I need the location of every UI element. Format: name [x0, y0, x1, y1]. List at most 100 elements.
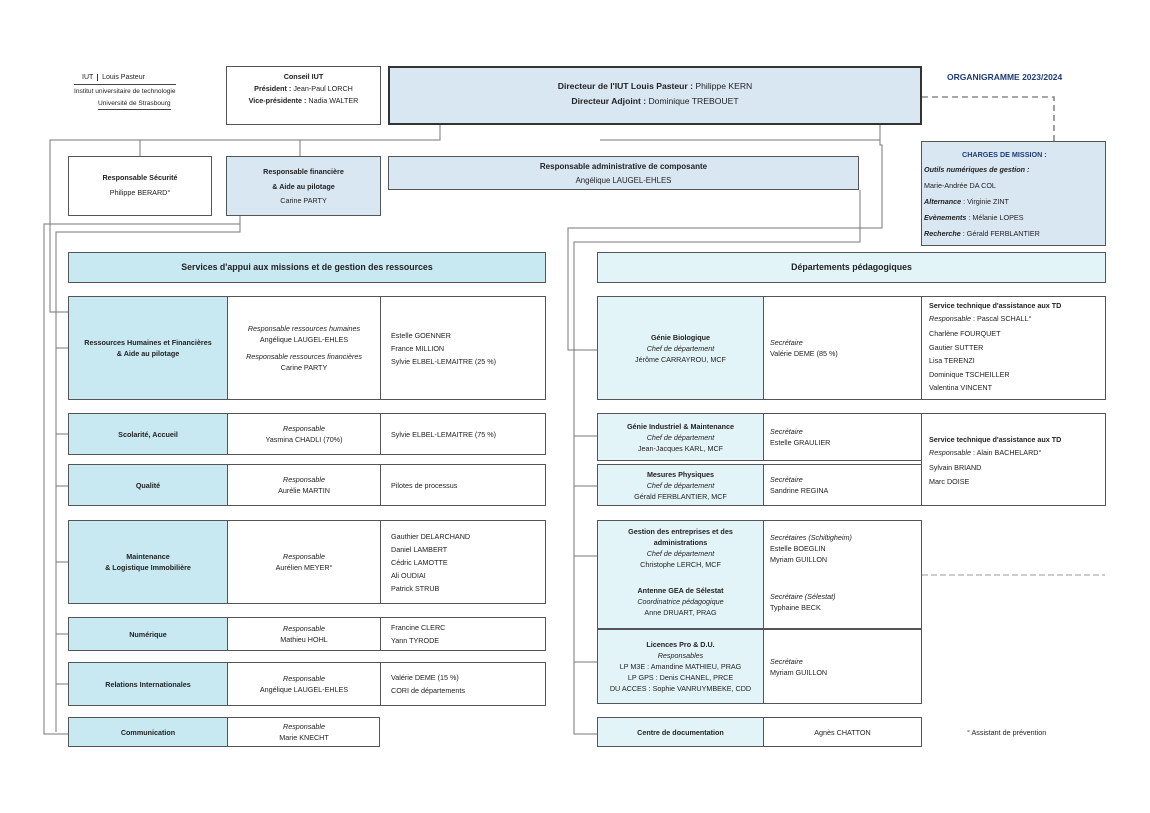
- tech-member: Dominique TSCHEILLER: [929, 369, 1010, 379]
- service-role: Responsable: [283, 552, 325, 561]
- tech1-title: Service technique d'assistance aux TD: [929, 301, 1062, 310]
- secretariat-person: Myriam GUILLON: [770, 554, 828, 564]
- service-name-line: Maintenance: [126, 552, 170, 561]
- tech2-resp: : Alain BACHELARD°: [972, 448, 1042, 457]
- service-member: Cédric LAMOTTE: [391, 557, 448, 567]
- directeur-box: Directeur de l'IUT Louis Pasteur : Phili…: [388, 66, 922, 125]
- service-member: Patrick STRUB: [391, 583, 440, 593]
- tech2-title: Service technique d'assistance aux TD: [929, 435, 1062, 444]
- directeur-label: Directeur de l'IUT Louis Pasteur :: [557, 81, 694, 91]
- admin-title: Responsable administrative de composante: [539, 162, 708, 171]
- service-name-line: Scolarité, Accueil: [118, 429, 178, 439]
- logo-universite: Université de Strasbourg: [98, 98, 171, 110]
- secretariat-person: Sandrine REGINA: [770, 486, 829, 495]
- secretariat-person: Valérie DEME (85 %): [770, 349, 838, 358]
- securite-title: Responsable Sécurité: [102, 173, 178, 182]
- directeur-adjoint-label: Directeur Adjoint :: [571, 96, 647, 106]
- secretariat-person: Myriam GUILLON: [770, 667, 828, 677]
- service-members: Pilotes de processus: [380, 465, 545, 505]
- conseil-vp-label: Vice-présidente :: [248, 96, 307, 105]
- charges-item: Alternance : Virginie ZINT: [924, 196, 1040, 207]
- service-person: Mathieu HOHL: [280, 635, 328, 644]
- departement-name-line: Centre de documentation: [637, 727, 724, 737]
- departement-name-line: Mesures Physiques: [646, 469, 715, 479]
- departement-name-line: Licences Pro & D.U.: [646, 640, 715, 649]
- departements-header: Départements pédagogiques: [597, 252, 1106, 283]
- charges-item-value: : Mélanie LOPES: [966, 213, 1024, 222]
- service-person: Aurélie MARTIN: [278, 486, 330, 495]
- charges-item-label: Evènements: [924, 213, 967, 222]
- directeur-adjoint-name: Dominique TREBOUET: [648, 96, 739, 106]
- service-person: Marie KNECHT: [279, 733, 329, 742]
- charges-item-label: Alternance: [924, 197, 962, 206]
- service-member: Yann TYRODE: [391, 636, 440, 645]
- charges-item-label: Recherche: [924, 229, 961, 238]
- iut-logo: IUT Louis Pasteur Institut universitaire…: [64, 70, 214, 120]
- page-title: ORGANIGRAMME 2023/2024: [947, 72, 1063, 82]
- services-header-label: Services d'appui aux missions et de gest…: [181, 262, 433, 272]
- departement-person: Jérôme CARRAYROU, MCF: [635, 354, 726, 364]
- service-person: Yasmina CHADLI (70%): [265, 435, 343, 444]
- departement-name: Centre de documentation: [598, 718, 763, 746]
- departement-name-line: Gestion des entreprises et des: [628, 527, 733, 536]
- admin-box: Responsable administrative de composante…: [388, 156, 859, 190]
- service-member: Gauthier DELARCHAND: [391, 531, 471, 541]
- financiere-subtitle: & Aide au pilotage: [272, 182, 335, 191]
- service-name: Qualité: [69, 465, 227, 505]
- secretariat-person: Estelle GRAULIER: [770, 438, 831, 447]
- departement-secretariat: Secrétaires (Schiltigheim)Estelle BOEGLI…: [763, 521, 921, 575]
- tech-member: Valentina VINCENT: [929, 383, 992, 392]
- service-name: Relations Internationales: [69, 663, 227, 705]
- service-members: Sylvie ELBEL-LEMAITRE (75 %): [380, 414, 545, 454]
- charges-item-label: Outils numériques de gestion :: [924, 165, 1030, 174]
- logo-institut: Institut universitaire de technologie: [74, 84, 176, 97]
- conseil-president: Jean-Paul LORCH: [293, 84, 353, 93]
- departement-role: Chef de département: [646, 549, 715, 558]
- charges-item: Marie-Andrée DA COL: [924, 180, 1040, 191]
- service-name-line: Qualité: [135, 480, 161, 490]
- service-person: Aurélien MEYER°: [275, 563, 333, 572]
- tech-service-box-2: Service technique d'assistance aux TD Re…: [921, 413, 1106, 506]
- service-member: Sylvie ELBEL-LEMAITRE (75 %): [391, 429, 497, 439]
- tech-member: Marc DOISE: [929, 476, 970, 486]
- charges-item: Outils numériques de gestion :: [924, 164, 1040, 175]
- service-name-line: Ressources Humaines et Financières: [84, 338, 212, 347]
- footnote: ° Assistant de prévention: [967, 728, 1047, 737]
- tech-member: Lisa TERENZI: [929, 356, 975, 365]
- service-person: Angélique LAUGEL-EHLES: [259, 335, 349, 344]
- service-name-line: Relations Internationales: [105, 679, 191, 689]
- charges-mission-box: CHARGES DE MISSION : Outils numériques d…: [921, 141, 1106, 246]
- tech2-resp-label: Responsable: [929, 448, 971, 457]
- tech1-resp-label: Responsable: [929, 314, 971, 323]
- service-role: Responsable: [283, 424, 325, 433]
- departement-role: Coordinatrice pédagogique: [637, 597, 724, 606]
- secretariat-label: Secrétaire: [770, 656, 803, 666]
- charges-title: CHARGES DE MISSION :: [962, 150, 1047, 159]
- conseil-president-label: Président :: [254, 84, 292, 93]
- conseil-title: Conseil IUT: [283, 72, 324, 81]
- service-member: Estelle GOENNER: [391, 330, 451, 340]
- service-name: Ressources Humaines et Financières& Aide…: [69, 297, 227, 399]
- service-member: CORI de départements: [391, 686, 465, 695]
- service-member: Ali OUDIAI: [391, 570, 426, 580]
- service-member: Daniel LAMBERT: [391, 544, 448, 554]
- secretariat-person: Estelle BOEGLIN: [770, 543, 826, 553]
- tech-member: Charlène FOURQUET: [929, 329, 1001, 338]
- tech-member: Sylvain BRIAND: [929, 463, 982, 472]
- tech2-members: Sylvain BRIAND Marc DOISE: [929, 461, 981, 488]
- service-row: Ressources Humaines et Financières& Aide…: [68, 296, 546, 400]
